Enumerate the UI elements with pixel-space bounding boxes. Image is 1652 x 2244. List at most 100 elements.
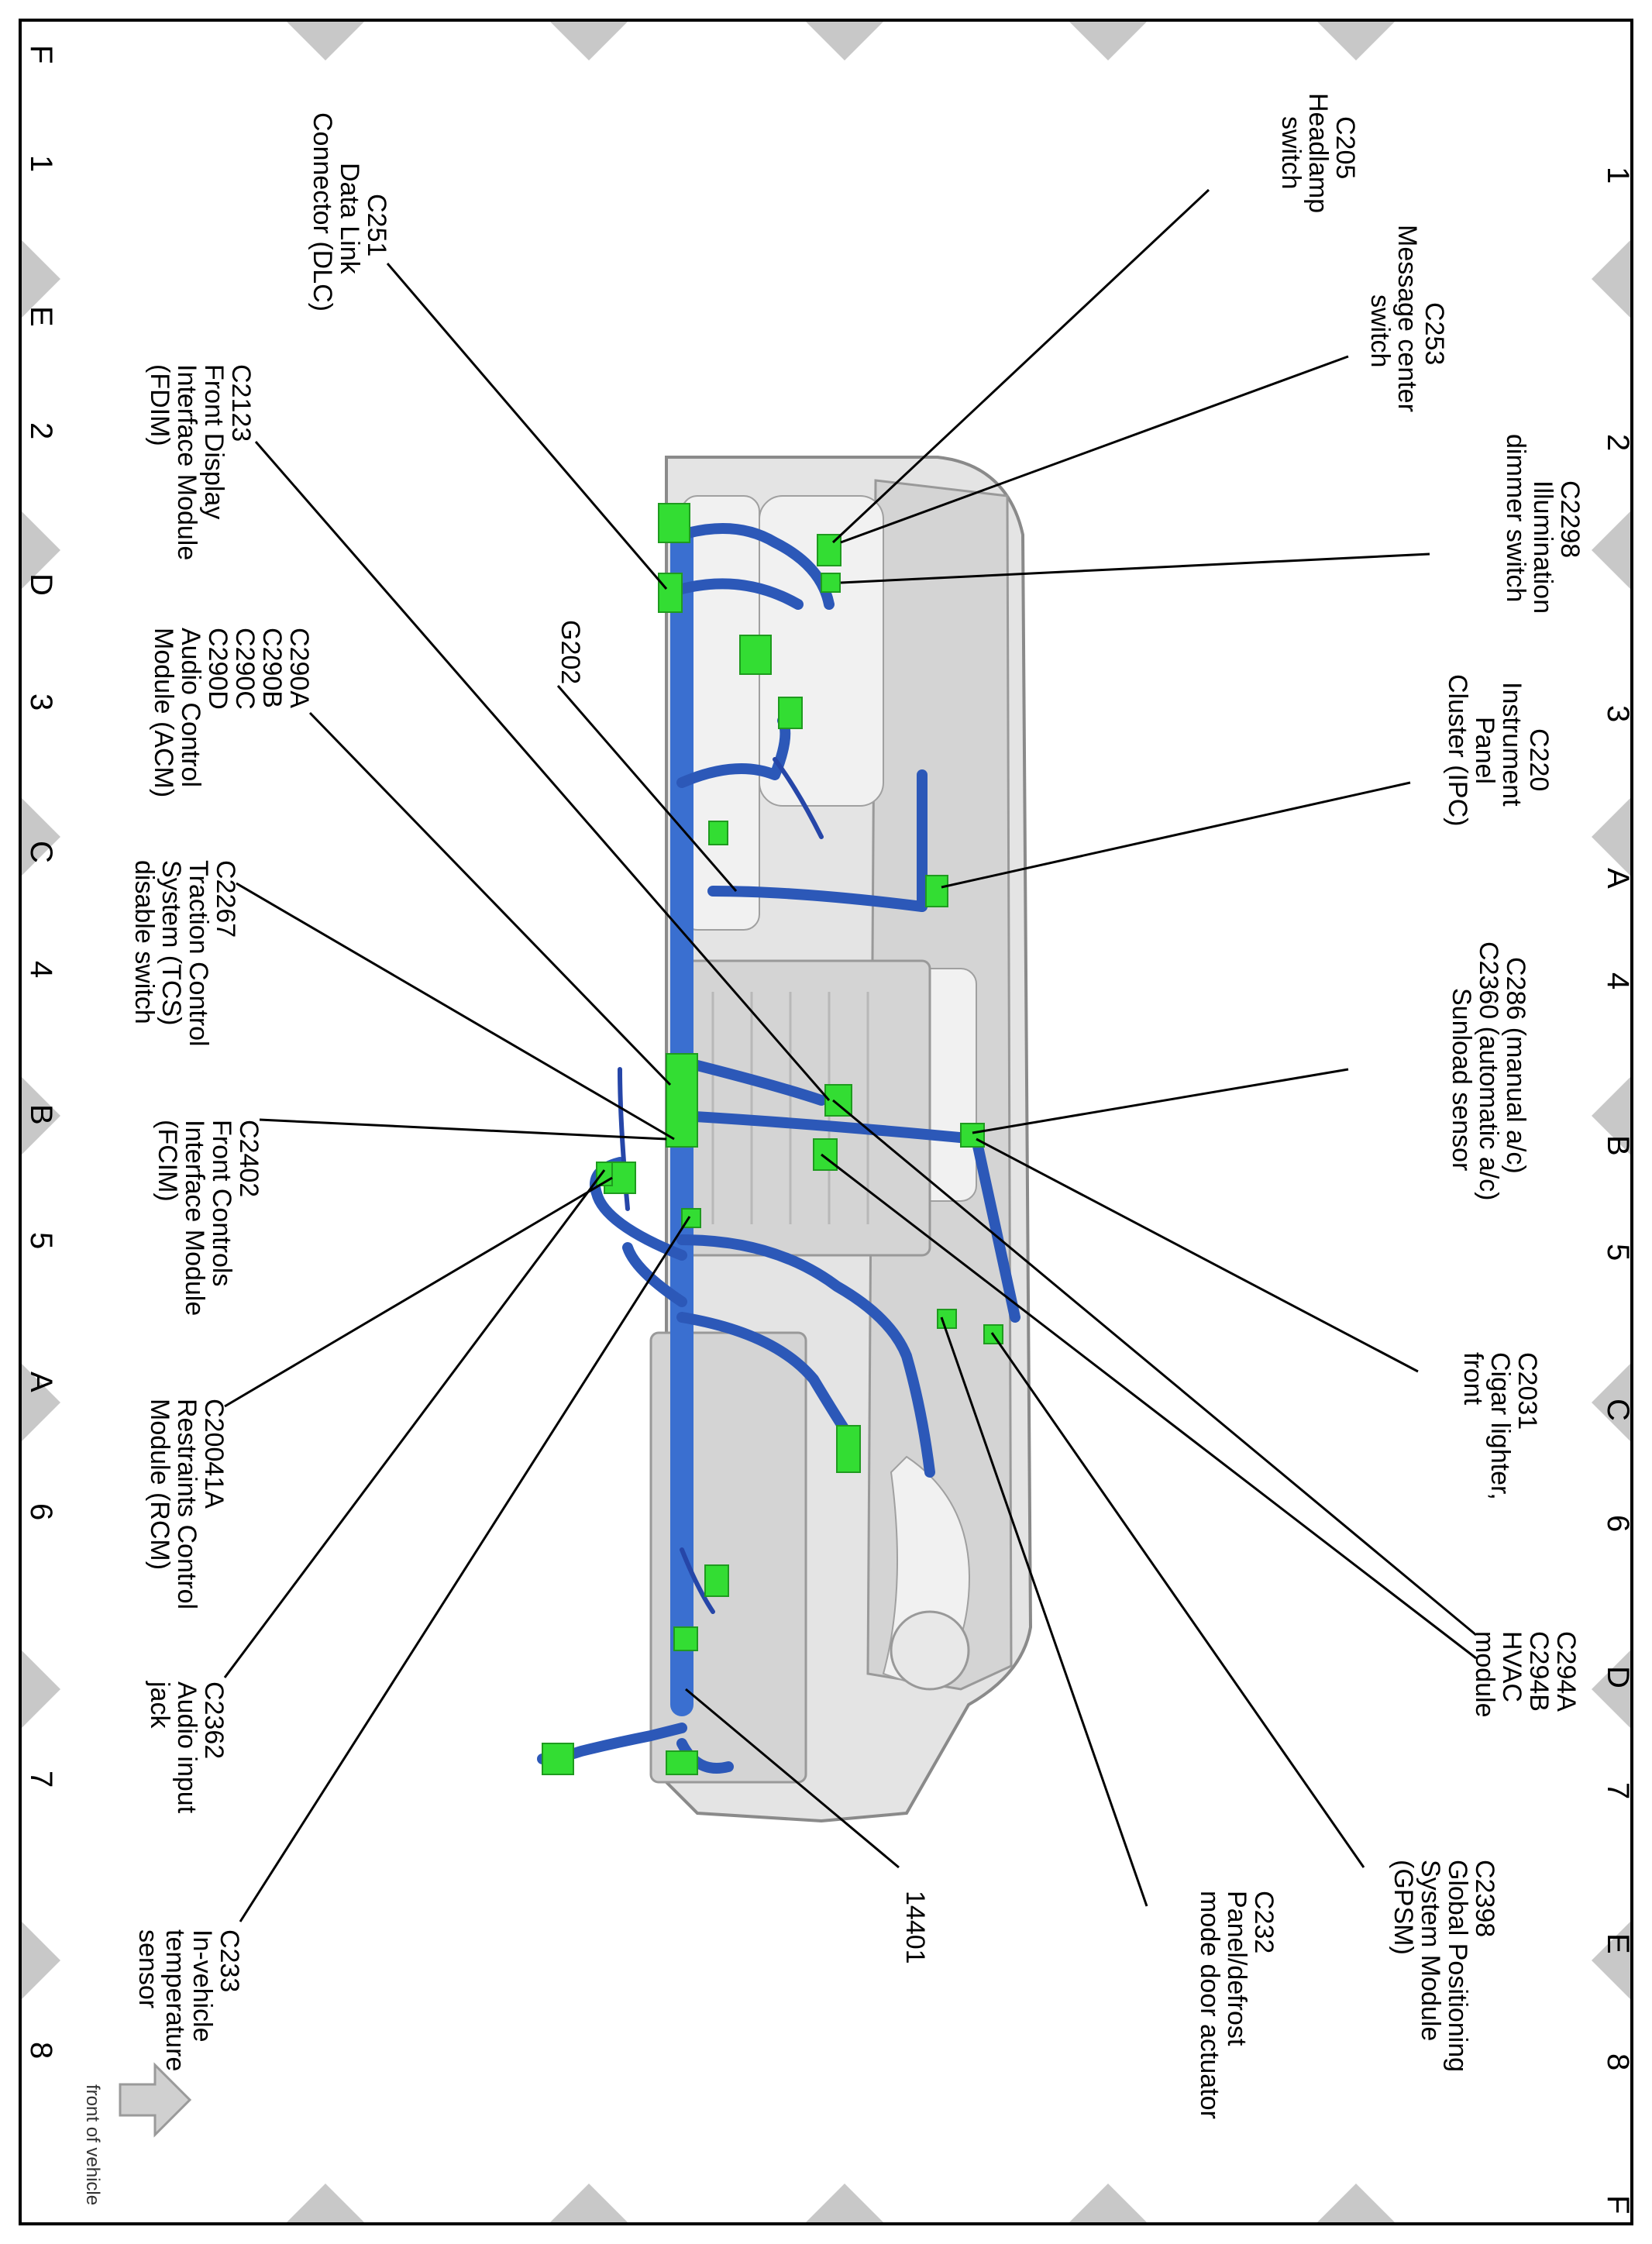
zone-marker [22,1364,60,1441]
callout-line: C205 [1330,116,1360,179]
leader-c2123 [254,441,831,1101]
grid-letter: B [24,1104,58,1125]
zone-marker [287,22,364,60]
grid-number: 3 [1601,705,1635,722]
leader-c294-b [821,1153,1477,1660]
connector-c220 [925,875,948,907]
zone-marker [1317,2184,1395,2222]
grid-number: 1 [24,155,58,172]
grid-number: 5 [1601,1244,1635,1261]
leader-c232 [940,1316,1148,1907]
connector [704,1564,729,1597]
callout-line: C290A [284,628,314,708]
zone-marker [22,1650,60,1728]
leader-g202 [556,685,738,892]
zone-marker [1592,798,1630,876]
zone-marker [22,1922,60,1999]
zone-marker [22,511,60,589]
zone-marker [806,22,883,60]
callout-line: C290B [257,628,287,708]
callout-line: C220 [1524,728,1554,791]
callout-line: Interface Module [172,364,201,560]
callout-line: In-vehicle [188,1929,217,2043]
leader-14401 [685,1688,900,1869]
callout-c232: C232 Panel/defrost mode door actuator [1195,1891,1279,2119]
callout-line: module [1470,1631,1499,1718]
front-of-vehicle-indicator: front of vehicle [82,2062,192,2205]
callout-line: Instrument [1497,682,1526,807]
grid-letter: A [1601,868,1635,889]
callout-c290: C290A C290B C290C C290D Audio Control Mo… [149,628,314,797]
grid-letter: E [24,306,58,327]
callout-line: C2031 [1513,1352,1542,1430]
zone-marker [22,240,60,318]
callout-line: Front Controls [207,1120,236,1286]
grid-letter: B [1601,1135,1635,1156]
callout-line: front [1458,1352,1488,1406]
grid-number: 7 [24,1771,58,1788]
callout-line: Audio Control [176,628,205,787]
zone-marker [806,2184,883,2222]
callout-line: C294B [1524,1631,1554,1712]
callout-line: C2298 [1555,480,1585,558]
callout-c2123: C2123 Front Display Interface Module (FD… [145,364,256,560]
callout-line: Panel/defrost [1222,1891,1251,2046]
zone-marker [1069,2184,1147,2222]
callout-line: C2267 [211,860,240,938]
connector-c251 [658,573,683,613]
callout-c2398: C2398 Global Positioning System Module (… [1389,1860,1499,2072]
grid-letters-right: F E D C B A [1601,868,1635,2214]
zone-marker [287,2184,364,2222]
grid-numbers-top: 1 2 3 4 5 6 7 8 [1601,167,1635,2070]
harness-branch [676,1738,734,1774]
grid-number: 4 [24,961,58,978]
grid-number: 6 [24,1503,58,1520]
callout-line: disable switch [129,860,159,1024]
callout-line: switch [1276,116,1306,189]
harness-branch [680,1547,715,1614]
callout-line: Interface Module [180,1120,209,1316]
leader-c2398 [990,1332,1365,1868]
zone-marker [550,22,628,60]
leader-c205 [831,188,1210,544]
callout-line: Traction Control [184,860,213,1047]
callout-14401: 14401 [900,1891,930,1964]
leader-c294-a [832,1099,1477,1637]
callout-line: Data Link [335,163,364,275]
callout-c2031: C2031 Cigar lighter, front [1458,1352,1542,1500]
connector [739,635,772,675]
callout-line: HVAC [1497,1631,1526,1702]
zone-marker [1592,1922,1630,1999]
harness-branch [622,1242,687,1307]
callout-line: System (TCS) [157,860,186,1025]
callout-c286: C286 (manual a/c) C2360 (automatic a/c) … [1447,941,1530,1201]
callout-line: Connector (DLC) [308,112,337,311]
callout-line: Audio input [172,1681,201,1814]
instrument-panel [649,456,1033,1823]
callout-line: C2360 (automatic a/c) [1474,941,1503,1201]
callout-line: C2398 [1470,1860,1499,1937]
vent-outlet [890,1610,970,1691]
grid-letter: D [1601,1666,1635,1688]
callout-c20041a: C20041A Restraints Control Module (RCM) [145,1399,229,1609]
grid-numbers-bottom: 1 2 3 4 5 6 7 8 [24,155,58,2059]
callout-line: C286 (manual a/c) [1501,957,1530,1174]
callout-c251: C251 Data Link Connector (DLC) [308,112,391,311]
callout-line: sensor [133,1929,163,2008]
callout-c2362: C2362 Audio input jack [145,1681,229,1814]
callout-line: C2362 [199,1681,229,1759]
callout-line: Message center [1392,225,1422,412]
grid-letter: C [24,841,58,863]
callout-line: dimmer switch [1501,434,1530,602]
harness-branch [676,1056,827,1106]
callout-line: C290D [203,628,232,710]
callout-line: C233 [215,1929,244,1992]
grid-number: 4 [1601,972,1635,989]
callout-line: C20041A [199,1399,229,1509]
callout-line: Restraints Control [172,1399,201,1609]
harness-branch [676,1234,935,1478]
callout-line: temperature [160,1929,190,2071]
callout-line: mode door actuator [1195,1891,1224,2119]
leader-c290 [308,711,672,1086]
